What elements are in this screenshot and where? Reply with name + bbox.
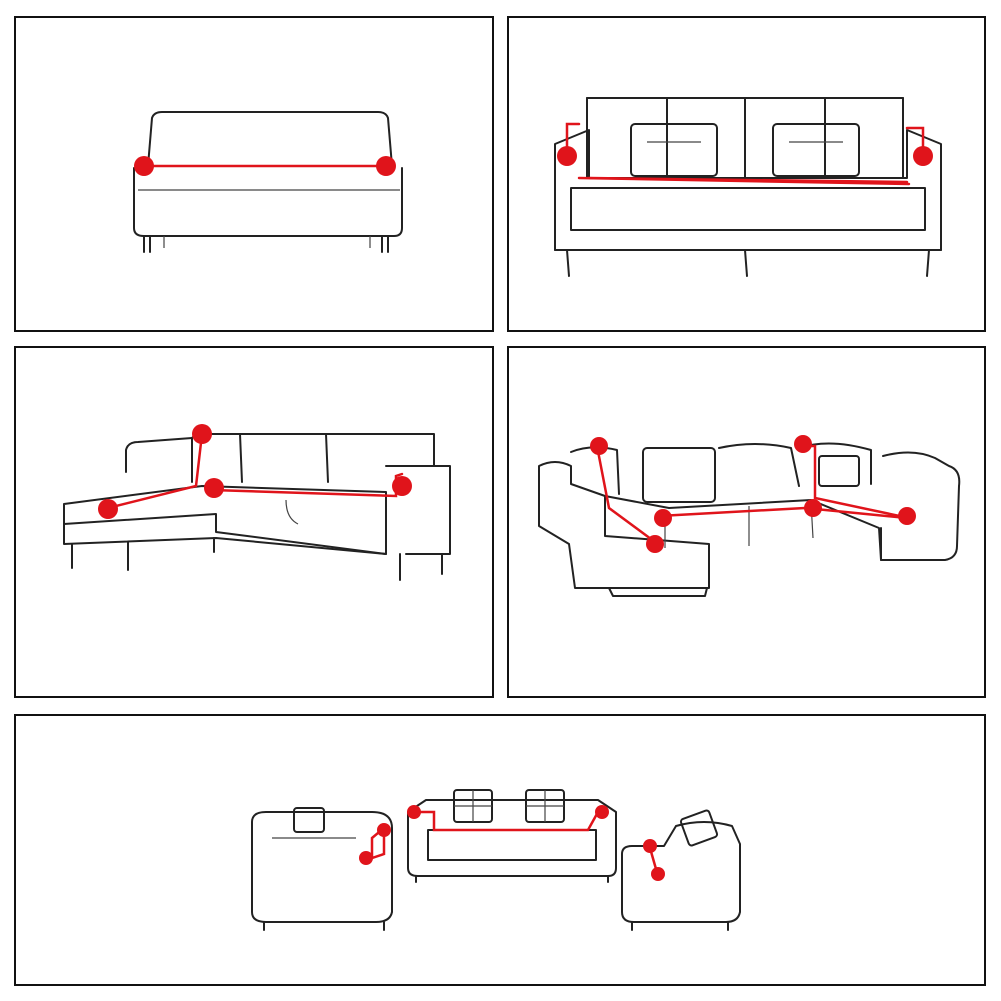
measure-point (654, 509, 672, 527)
measure-point (804, 499, 822, 517)
measurement-marks (98, 424, 412, 519)
measure-point (407, 805, 421, 819)
measure-point (913, 146, 933, 166)
measure-point (590, 437, 608, 455)
measure-point (557, 146, 577, 166)
measure-point (595, 805, 609, 819)
loveseat-panel (14, 16, 494, 332)
l-shaped-sectional-panel (14, 346, 494, 698)
u-shaped-sectional-icon (538, 435, 961, 597)
measure-point (898, 507, 916, 525)
l-shaped-sectional-drawing (63, 433, 451, 581)
measurement-marks (134, 156, 396, 176)
three-seat-sofa-icon (554, 97, 942, 277)
measure-point (643, 839, 657, 853)
measure-point (377, 823, 391, 837)
measure-point (204, 478, 224, 498)
l-shaped-sectional-icon (63, 424, 451, 581)
measure-point (392, 476, 412, 496)
measure-point (376, 156, 396, 176)
loveseat-icon (133, 111, 403, 253)
measure-point (98, 499, 118, 519)
living-room-set-icon (251, 789, 741, 931)
measurement-marks (557, 122, 933, 186)
measure-point (646, 535, 664, 553)
sofa-center-drawing (407, 789, 617, 883)
u-shaped-sectional-panel (507, 346, 986, 698)
three-seat-sofa-drawing (554, 97, 942, 277)
three-seat-sofa-panel (507, 16, 986, 332)
measure-point (134, 156, 154, 176)
measure-point (794, 435, 812, 453)
armchair-right-drawing (621, 809, 741, 931)
loveseat-drawing (133, 111, 403, 253)
measurement-marks (359, 805, 665, 881)
measure-point (651, 867, 665, 881)
armchair-left-drawing (251, 807, 393, 931)
living-room-set-panel (14, 714, 986, 986)
measure-point (192, 424, 212, 444)
measure-point (359, 851, 373, 865)
measurement-marks (590, 435, 916, 553)
